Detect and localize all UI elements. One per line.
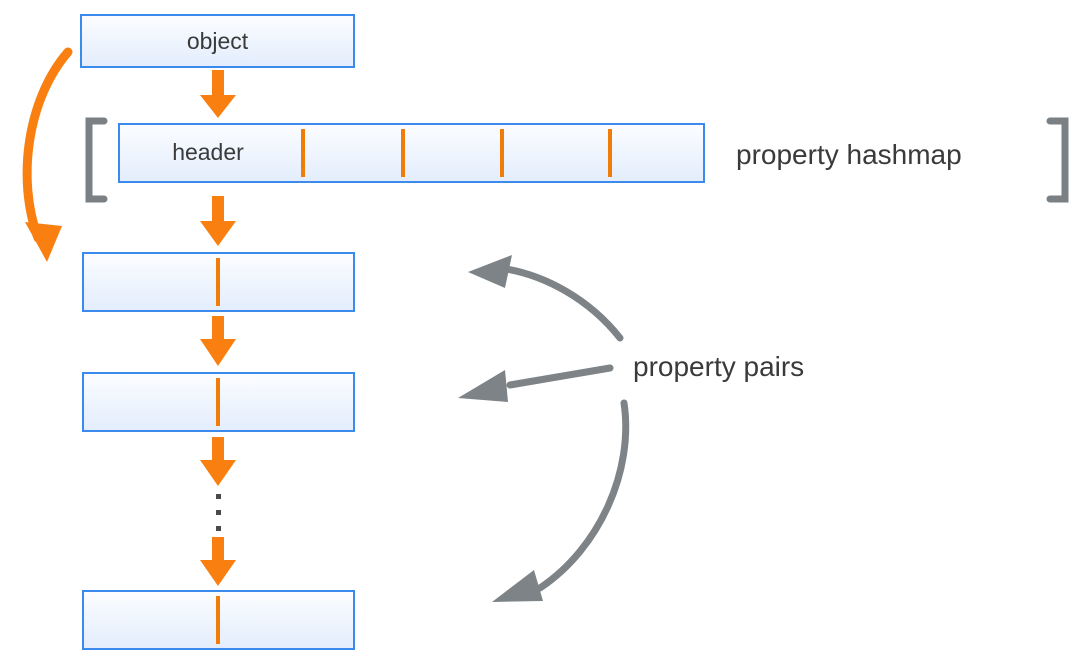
property-pairs-label: property pairs xyxy=(633,351,805,382)
hashmap-slot-divider-3 xyxy=(500,129,504,177)
arrow-pair2-to-ellipsis xyxy=(200,437,236,486)
arrow-ellipsis-to-pairN xyxy=(200,537,236,586)
hashmap-slot-divider-4 xyxy=(608,129,612,177)
object-box[interactable] xyxy=(80,14,355,68)
hashmap-header-label: header xyxy=(172,139,244,165)
hashmap-bracket-right xyxy=(1046,117,1069,203)
ellipsis-dot-1 xyxy=(216,494,221,499)
arrow-object-to-hashmap xyxy=(200,70,236,118)
property-pair-divider-last xyxy=(216,596,220,644)
arrow-hashmap-to-pair1 xyxy=(200,196,236,246)
object-to-pair-curved-arrow xyxy=(22,47,73,262)
ellipsis-dot-3 xyxy=(216,526,221,531)
arrow-pair1-to-pair2 xyxy=(200,316,236,366)
property-hashmap-box[interactable] xyxy=(118,123,705,183)
ellipsis-dot-2 xyxy=(216,510,221,515)
hashmap-slot-divider-1 xyxy=(301,129,305,177)
property-pairs-arrow-bottom xyxy=(492,399,630,602)
property-pair-divider-1 xyxy=(216,258,220,306)
hashmap-slot-divider-2 xyxy=(401,129,405,177)
property-pairs-arrow-top xyxy=(468,255,624,342)
hashmap-bracket-left xyxy=(85,117,108,203)
property-pairs-arrow-middle xyxy=(458,364,614,402)
object-box-label: object xyxy=(186,28,249,54)
property-hashmap-caption: property hashmap xyxy=(736,139,962,170)
property-pair-divider-2 xyxy=(216,378,220,426)
